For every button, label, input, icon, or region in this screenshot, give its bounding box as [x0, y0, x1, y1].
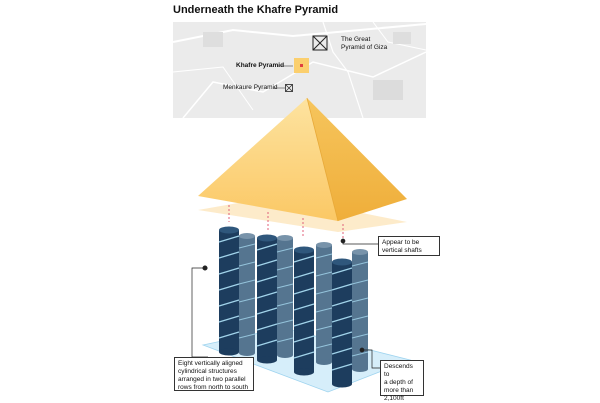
cylinder-1 — [219, 226, 239, 356]
depth-annotation-line4: 2,100ft — [384, 395, 404, 402]
structures-annotation-line4: rows from north to south — [178, 384, 249, 391]
depth-annotation-line3: more than — [384, 387, 414, 394]
cylinder-4 — [316, 242, 332, 365]
shafts-annotation-line2: vertical shafts — [382, 247, 422, 254]
menkaure-label: Menkaure Pyramid — [223, 84, 278, 91]
khafre-pyramid-icon — [294, 58, 309, 73]
pyramid-edge — [306, 97, 339, 222]
dashed-connectors — [228, 205, 344, 240]
structures-annotation: Eight vertically aligned cylindrical str… — [174, 357, 254, 391]
shafts-annotation-line1: Appear to be — [382, 239, 420, 246]
khafre-label: Khafre Pyramid — [236, 62, 285, 69]
page-title: Underneath the Khafre Pyramid — [173, 4, 339, 16]
structures-annotation-line1: Eight vertically aligned — [178, 360, 243, 367]
structures-annotation-line2: cylindrical structures — [178, 368, 237, 375]
menkaure-pyramid-icon — [285, 84, 293, 92]
great-pyramid-label-line1: The Great — [341, 36, 371, 43]
giza-map: The Great Pyramid of Giza Khafre Pyramid… — [173, 22, 426, 118]
depth-annotation-line1: Descends to — [384, 363, 413, 378]
menkaure-leader-line — [273, 87, 285, 89]
cylinder-5 — [294, 246, 314, 376]
depth-annotation: Descends to a depth of more than 2,100ft — [380, 360, 424, 402]
khafre-leader-line — [278, 65, 293, 67]
great-pyramid-icon — [312, 35, 328, 51]
cylinder-2 — [257, 234, 277, 364]
depth-annotation-line2: a depth of — [384, 379, 413, 386]
pyramid-right-face — [307, 98, 407, 221]
cylinders — [219, 226, 368, 388]
spirals — [218, 235, 369, 371]
pyramid-left-face — [198, 98, 338, 221]
great-pyramid-label-line2: Pyramid of Giza — [341, 44, 388, 51]
cylinder-7 — [332, 258, 352, 388]
structures-annotation-line3: arranged in two parallel — [178, 376, 246, 383]
shafts-annotation: Appear to be vertical shafts — [378, 236, 440, 256]
